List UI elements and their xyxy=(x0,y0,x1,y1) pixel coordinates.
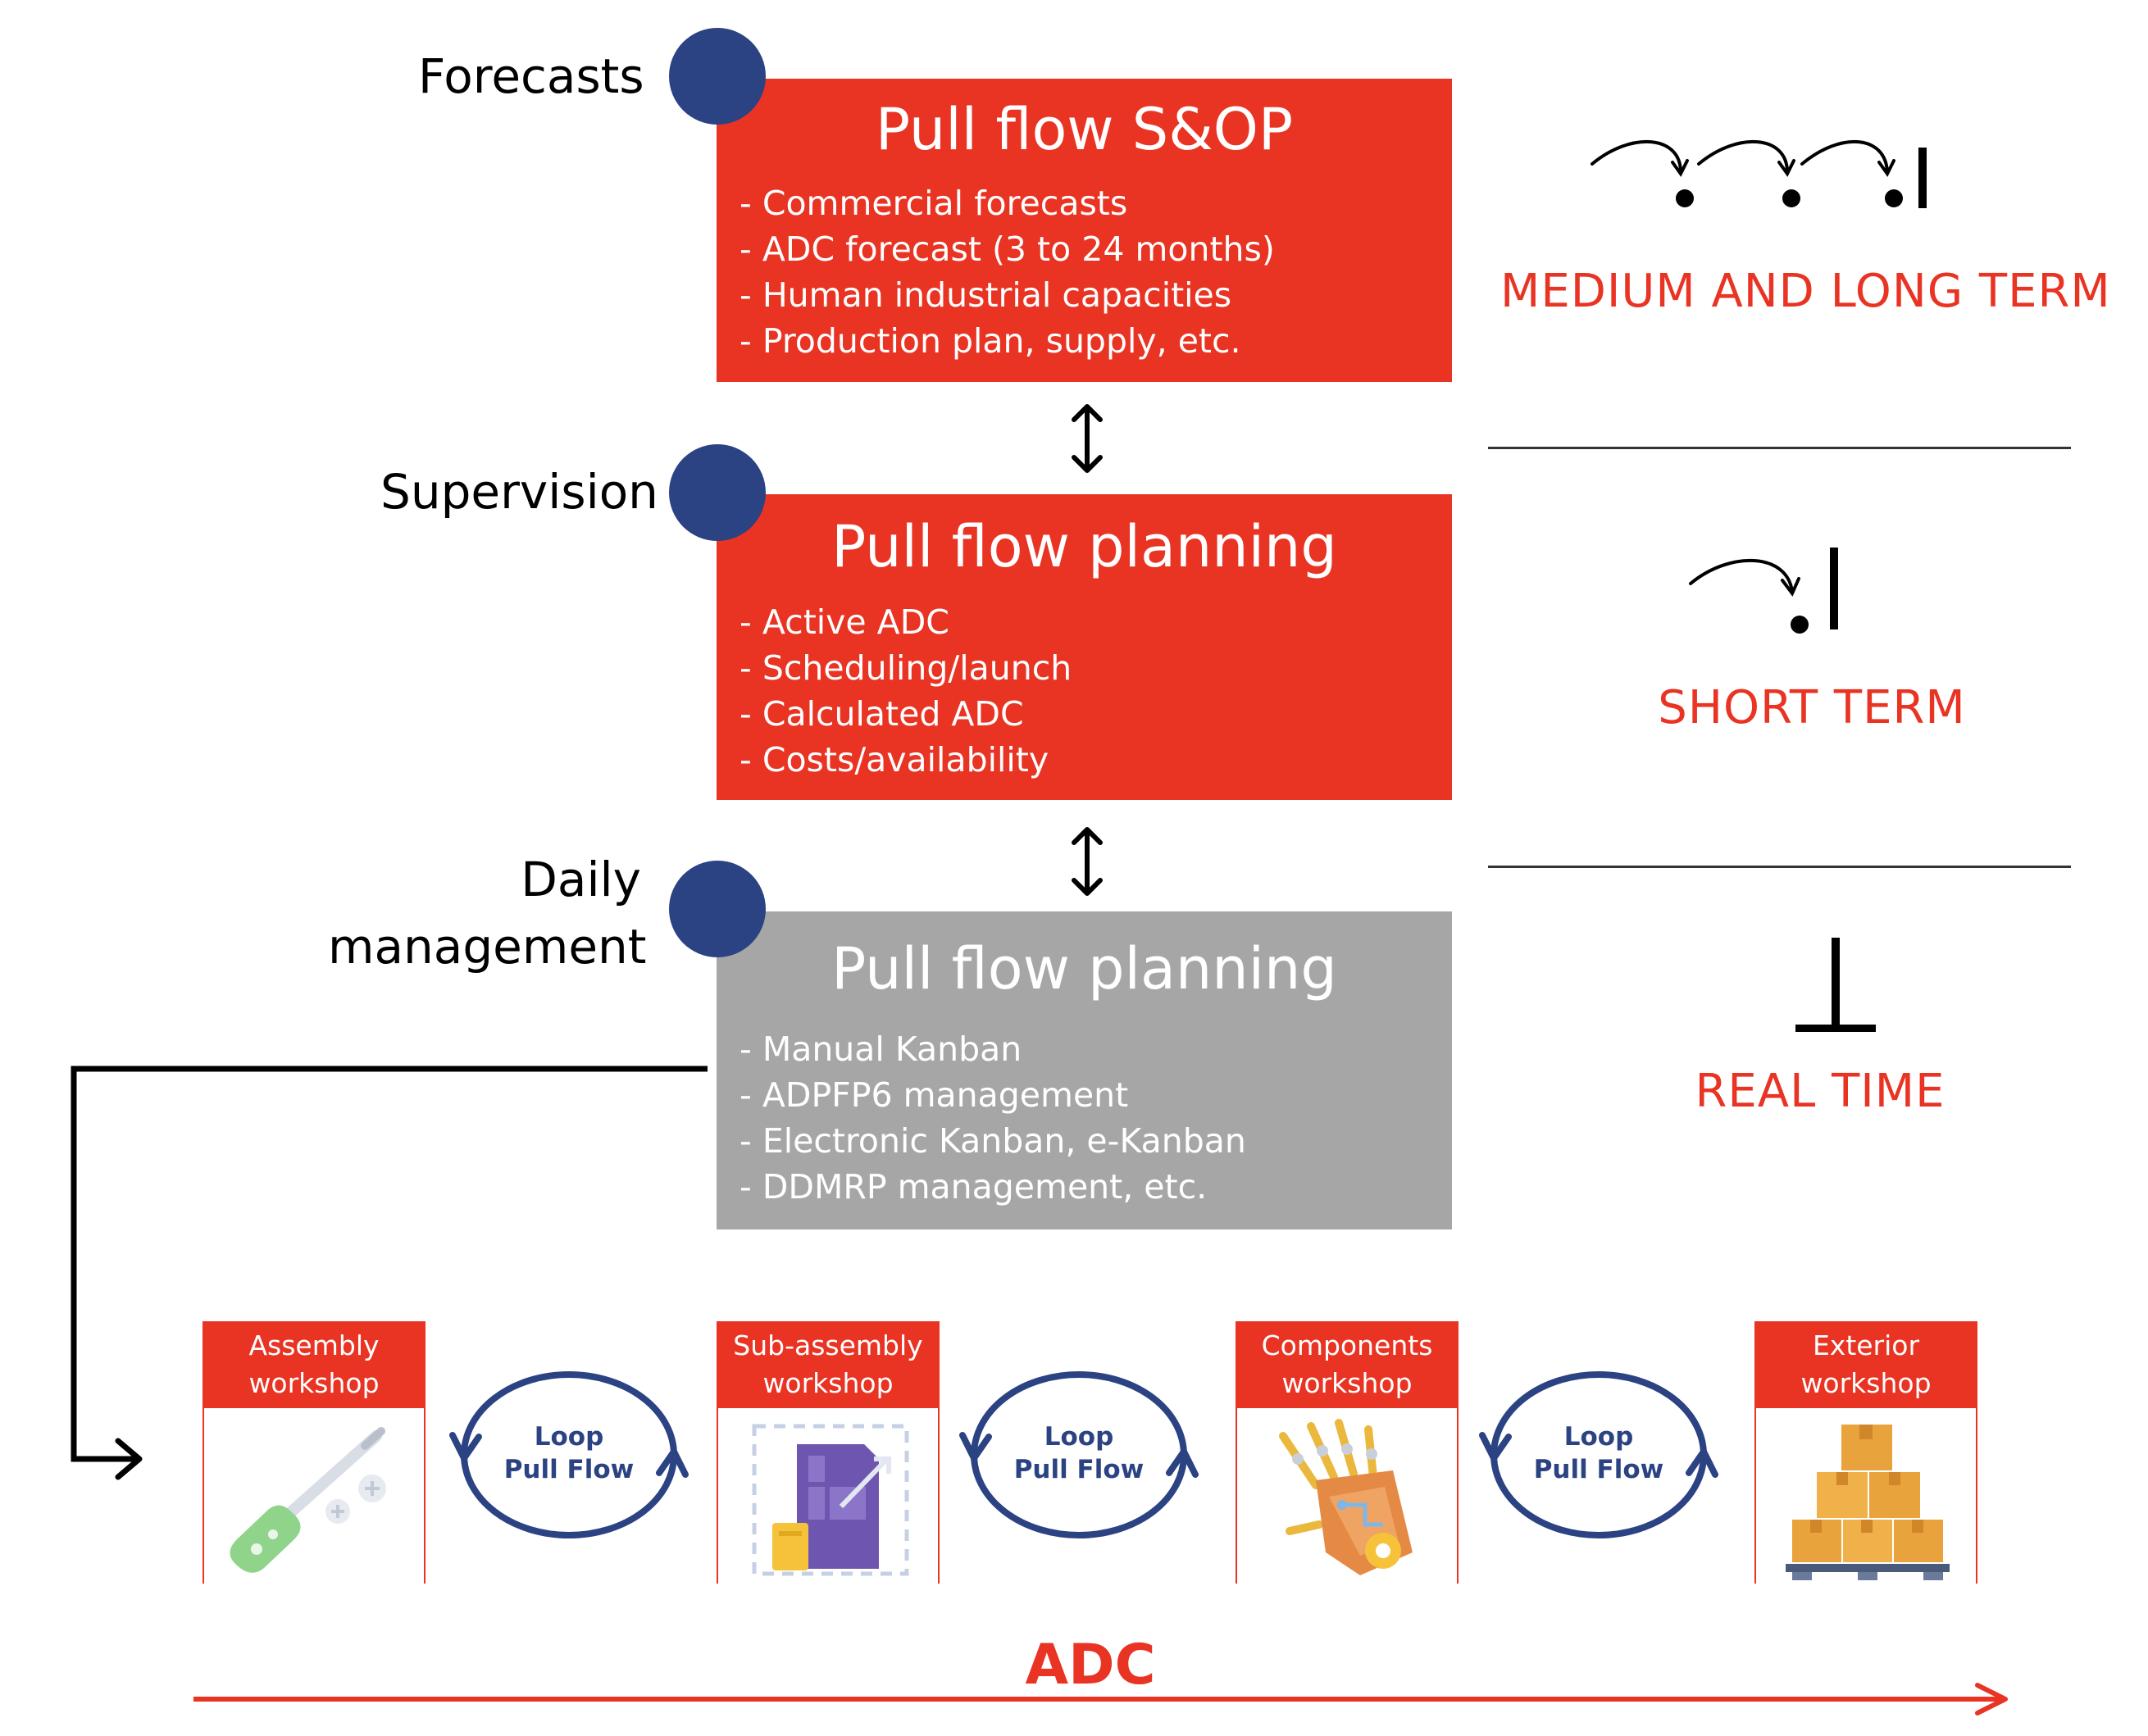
workshop-header: Components workshop xyxy=(1236,1321,1459,1408)
workshop-body xyxy=(717,1408,940,1584)
list-item: - ADPFP6 management xyxy=(740,1075,1129,1115)
level-label-daily-management: Daily management xyxy=(328,852,647,975)
card-title: Pull flow S&OP xyxy=(875,96,1294,163)
screwdriver-icon xyxy=(230,1427,386,1573)
loop-label: Loop Pull Flow xyxy=(1533,1422,1664,1484)
level-dot-daily-management xyxy=(669,861,766,957)
workshop-header: Assembly workshop xyxy=(203,1321,426,1408)
short-term-timeline-icon xyxy=(1689,548,1838,634)
level-dot-supervision xyxy=(669,444,766,541)
loop-label: Loop Pull Flow xyxy=(503,1422,635,1484)
workshop-body xyxy=(1236,1408,1459,1584)
workshop-body xyxy=(1754,1408,1977,1584)
list-item: - Manual Kanban xyxy=(740,1029,1022,1069)
term-label-medium-long: MEDIUM AND LONG TERM xyxy=(1500,265,2111,318)
workshop-body xyxy=(203,1408,426,1584)
loop-cycle-icon xyxy=(959,1371,1199,1538)
list-item: - Calculated ADC xyxy=(740,694,1024,734)
workshop-exterior: Exterior workshop xyxy=(1754,1321,1977,1584)
list-item: - Production plan, supply, etc. xyxy=(740,321,1241,361)
list-item: - ADC forecast (3 to 24 months) xyxy=(740,229,1275,269)
workshop-header: Exterior workshop xyxy=(1754,1321,1977,1408)
divider-line xyxy=(1488,447,2071,449)
card-pull-flow-sop: Pull flow S&OP - Commercial forecasts - … xyxy=(717,79,1452,382)
boxes-pallet-icon xyxy=(1786,1425,1950,1580)
card-item-list: - Commercial forecasts - ADC forecast (3… xyxy=(740,180,1436,364)
loop-cycle-icon xyxy=(449,1371,689,1538)
card-pull-flow-planning-realtime: Pull flow planning - Manual Kanban - ADP… xyxy=(717,911,1452,1229)
list-item: - DDMRP management, etc. xyxy=(740,1167,1208,1207)
list-item: - Costs/availability xyxy=(740,740,1049,779)
adc-flow-arrow xyxy=(193,1683,2008,1716)
workshop-sub-assembly: Sub-assembly workshop xyxy=(717,1321,940,1584)
card-item-list: - Active ADC - Scheduling/launch - Calcu… xyxy=(740,599,1436,783)
list-item: - Commercial forecasts xyxy=(740,184,1128,223)
list-item: - Scheduling/launch xyxy=(740,648,1072,688)
workshop-components: Components workshop xyxy=(1236,1321,1459,1584)
divider-line xyxy=(1488,866,2071,868)
double-arrow-icon xyxy=(1072,404,1103,473)
card-pull-flow-planning-short: Pull flow planning - Active ADC - Schedu… xyxy=(717,494,1452,800)
loop-pull-flow-1: Loop Pull Flow xyxy=(446,1365,692,1545)
term-label-real-time: REAL TIME xyxy=(1695,1065,1945,1118)
level-dot-forecasts xyxy=(669,28,766,125)
loop-pull-flow-2: Loop Pull Flow xyxy=(956,1365,1202,1545)
feedback-connector-arrow xyxy=(71,1066,708,1480)
card-title: Pull flow planning xyxy=(831,935,1337,1002)
list-item: - Active ADC xyxy=(740,602,949,642)
workshop-header: Sub-assembly workshop xyxy=(717,1321,940,1408)
loop-cycle-icon xyxy=(1479,1371,1718,1538)
double-arrow-icon xyxy=(1072,827,1103,896)
medium-long-term-timeline-icon xyxy=(1591,139,1927,208)
loop-label: Loop Pull Flow xyxy=(1013,1422,1145,1484)
loop-pull-flow-3: Loop Pull Flow xyxy=(1476,1365,1722,1545)
blueprint-icon xyxy=(752,1424,909,1576)
card-title: Pull flow planning xyxy=(831,513,1337,580)
term-label-short: SHORT TERM xyxy=(1658,681,1966,734)
adc-label: ADC xyxy=(1025,1633,1156,1697)
level-label-supervision: Supervision xyxy=(380,464,658,520)
real-time-marker-icon xyxy=(1795,938,1876,1032)
list-item: - Human industrial capacities xyxy=(740,275,1232,315)
workshop-assembly: Assembly workshop xyxy=(203,1321,426,1584)
card-item-list: - Manual Kanban - ADPFP6 management - El… xyxy=(740,1026,1436,1210)
robotic-hand-icon xyxy=(1279,1419,1413,1575)
list-item: - Electronic Kanban, e-Kanban xyxy=(740,1121,1246,1161)
level-label-forecasts: Forecasts xyxy=(418,48,644,104)
